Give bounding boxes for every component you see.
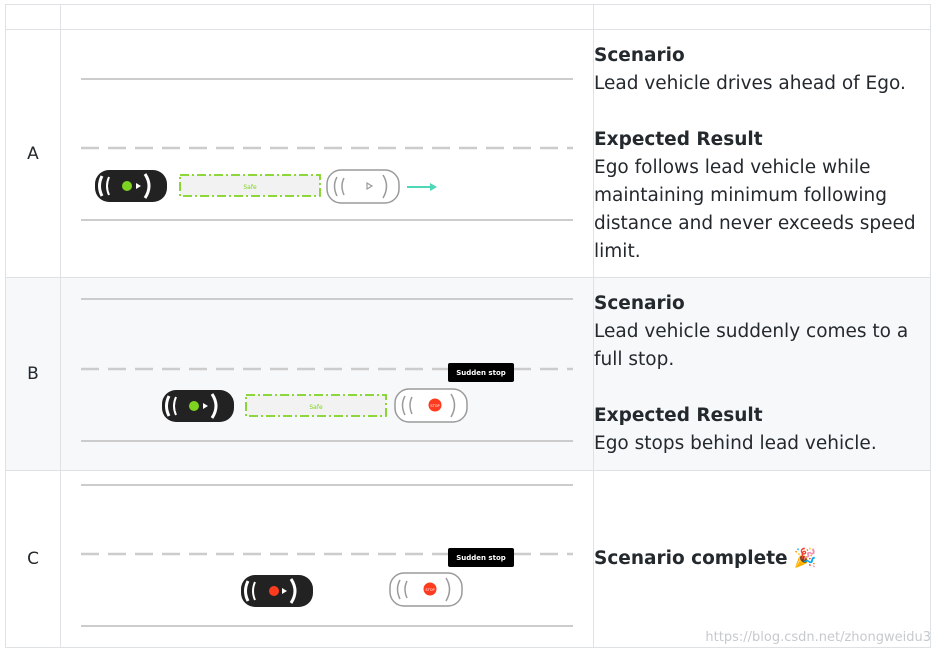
description-cell-a: Scenario Lead vehicle drives ahead of Eg… — [593, 29, 931, 278]
result-text: Ego follows lead vehicle while maintaini… — [594, 156, 916, 262]
scenario-heading: Scenario — [594, 293, 685, 314]
header-row — [5, 4, 931, 30]
lead-car-icon: STOP — [394, 388, 468, 423]
header-cell-label — [5, 4, 61, 30]
event-tag-label: Sudden stop — [456, 369, 506, 377]
event-tag-label: Sudden stop — [456, 554, 506, 562]
scenario-text: Lead vehicle suddenly comes to a full st… — [594, 321, 909, 370]
safe-zone — [245, 394, 387, 417]
scenario-row-a: A Safe — [5, 29, 931, 278]
stop-light-label: STOP — [425, 588, 434, 592]
watermark: https://blog.csdn.net/zhongweidu3 — [705, 630, 931, 645]
description-cell-c: Scenario complete 🎉 — [593, 470, 931, 648]
result-heading: Expected Result — [594, 405, 763, 426]
safe-zone — [179, 174, 321, 197]
row-label: A — [5, 29, 61, 278]
ego-car-icon — [95, 170, 167, 202]
diagram-cell-c: Sudden stop STOP — [60, 470, 594, 648]
diagram-cell-a: Safe — [60, 29, 594, 278]
stop-light-icon — [423, 582, 437, 596]
result-text: Ego stops behind lead vehicle. — [594, 433, 877, 454]
scenario-text: Lead vehicle drives ahead of Ego. — [594, 72, 906, 94]
scenario-diagram-c: Sudden stop STOP — [81, 484, 573, 627]
event-tag — [448, 363, 514, 382]
go-light-icon — [122, 181, 132, 191]
diagram-cell-b: Sudden stop Safe — [60, 277, 594, 471]
ego-car-icon — [162, 390, 234, 422]
scenario-diagram-a: Safe — [81, 78, 573, 221]
motion-arrow-icon — [407, 183, 437, 191]
scenario-row-b: B Sudden stop Sa — [5, 277, 931, 471]
party-popper-icon: 🎉 — [793, 548, 817, 569]
scenario-table: A Safe — [5, 4, 931, 648]
event-tag — [448, 548, 514, 567]
stop-light-icon — [269, 586, 279, 596]
row-label: C — [5, 470, 61, 648]
header-cell-diagram — [60, 4, 594, 30]
row-label: B — [5, 277, 61, 471]
safe-zone-label: Safe — [309, 404, 323, 411]
scenario-diagram-b: Sudden stop Safe — [81, 298, 573, 442]
scenario-complete-text: Scenario complete — [594, 548, 788, 569]
stop-light-label: STOP — [430, 404, 439, 408]
lead-car-icon: STOP — [389, 572, 463, 607]
scenario-row-c: C Sudden stop — [5, 470, 931, 648]
description-cell-b: Scenario Lead vehicle suddenly comes to … — [593, 277, 931, 471]
stop-light-icon — [428, 398, 442, 412]
ego-car-icon — [241, 575, 313, 607]
safe-zone-label: Safe — [243, 184, 257, 191]
scenario-heading: Scenario — [594, 44, 685, 66]
header-cell-text — [593, 4, 931, 30]
go-light-icon — [189, 401, 199, 411]
lead-car-icon — [326, 169, 400, 204]
result-heading: Expected Result — [594, 128, 763, 150]
